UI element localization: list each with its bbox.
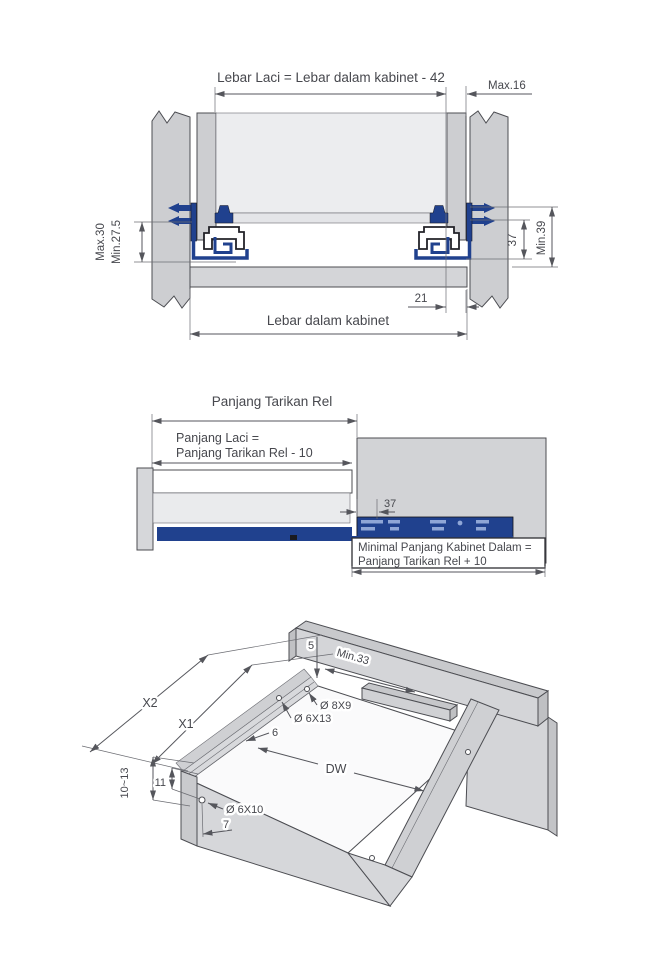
note-line2: Panjang Tarikan Rel + 10: [358, 556, 487, 568]
note-line1: Minimal Panjang Kabinet Dalam =: [358, 542, 532, 554]
front-panel-left-edge: [180, 770, 198, 847]
dim-dw: DW: [326, 762, 347, 776]
screw-icon: [168, 203, 196, 213]
dim-lebar-dalam-kabinet: Lebar dalam kabinet: [267, 313, 390, 328]
note-box: [351, 537, 546, 569]
dim-panjang-tarikan-rel: Panjang Tarikan Rel: [212, 394, 333, 409]
dim-x1: X1: [178, 717, 193, 731]
rail-bracket-profile: [191, 227, 249, 260]
dim-7: 7: [223, 819, 229, 831]
label-hole-8x9: Ø 8X9: [320, 700, 351, 712]
dim-max16: Max.16: [488, 80, 526, 92]
dim-37: 37: [507, 234, 519, 247]
dim-11: 11: [155, 777, 166, 789]
figure2-side-section: Panjang Tarikan Rel Panjang Laci = Panja…: [136, 394, 547, 577]
back-panel-left-end: [288, 627, 297, 662]
dim-max30: Max.30: [95, 223, 107, 261]
drawer-rail: [157, 527, 352, 537]
dim-panjang-laci-line2: Panjang Tarikan Rel - 10: [176, 446, 313, 460]
drawer-right-wall: [446, 112, 467, 241]
rail-stop: [290, 535, 297, 540]
hole-side-wall-1: [465, 749, 471, 755]
dim-21: 21: [415, 293, 428, 305]
drawer-front-band: [189, 266, 468, 288]
drawer-interior: [215, 112, 448, 214]
front-panel-right-edge: [547, 716, 558, 837]
front-wall-corner: [346, 852, 413, 907]
screw-icon: [168, 216, 196, 226]
hole-8x9: [304, 686, 310, 692]
rail-runner: [157, 536, 513, 541]
dim-10-13: 10~13: [119, 768, 131, 799]
dim-x2: X2: [142, 696, 157, 710]
drawer-left-wall: [196, 112, 217, 241]
hole-6x13: [276, 695, 282, 701]
drawer-body-top: [152, 469, 353, 494]
dim-min275: Min.27.5: [111, 220, 123, 264]
cabinet-rail-holes: [361, 520, 489, 531]
figure1-front-section: Lebar Laci = Lebar dalam kabinet - 42 Ma…: [95, 70, 558, 340]
rear-bracket-end: [449, 704, 458, 722]
rail-hook-profile: [213, 237, 233, 254]
hole-side-wall-2: [369, 855, 375, 861]
dim-37-side: 37: [384, 498, 396, 510]
dim-5: 5: [308, 640, 314, 652]
hole-6x10: [198, 796, 206, 804]
rail-stud: [214, 205, 234, 224]
dim-min39: Min.39: [536, 221, 548, 256]
drawer-side-panel: [152, 492, 351, 524]
slide-rail-left: [168, 202, 249, 260]
back-panel-right-end: [537, 690, 549, 728]
rail-cap-profile: [203, 226, 245, 250]
dim-panjang-laci-line1: Panjang Laci =: [176, 431, 259, 445]
figure3-isometric-view: X2 X1 5 Min.33 Ø 8X9 Ø 6X13 6 DW 10~13 1…: [81, 620, 558, 907]
drawer-bottom-board: [215, 212, 448, 224]
drawer-front-panel: [136, 467, 154, 551]
dim-lebar-laci: Lebar Laci = Lebar dalam kabinet - 42: [217, 70, 445, 85]
label-hole-6x13: Ø 6X13: [294, 713, 331, 725]
label-hole-6x10: Ø 6X10: [226, 804, 263, 816]
dim-6: 6: [272, 727, 278, 739]
